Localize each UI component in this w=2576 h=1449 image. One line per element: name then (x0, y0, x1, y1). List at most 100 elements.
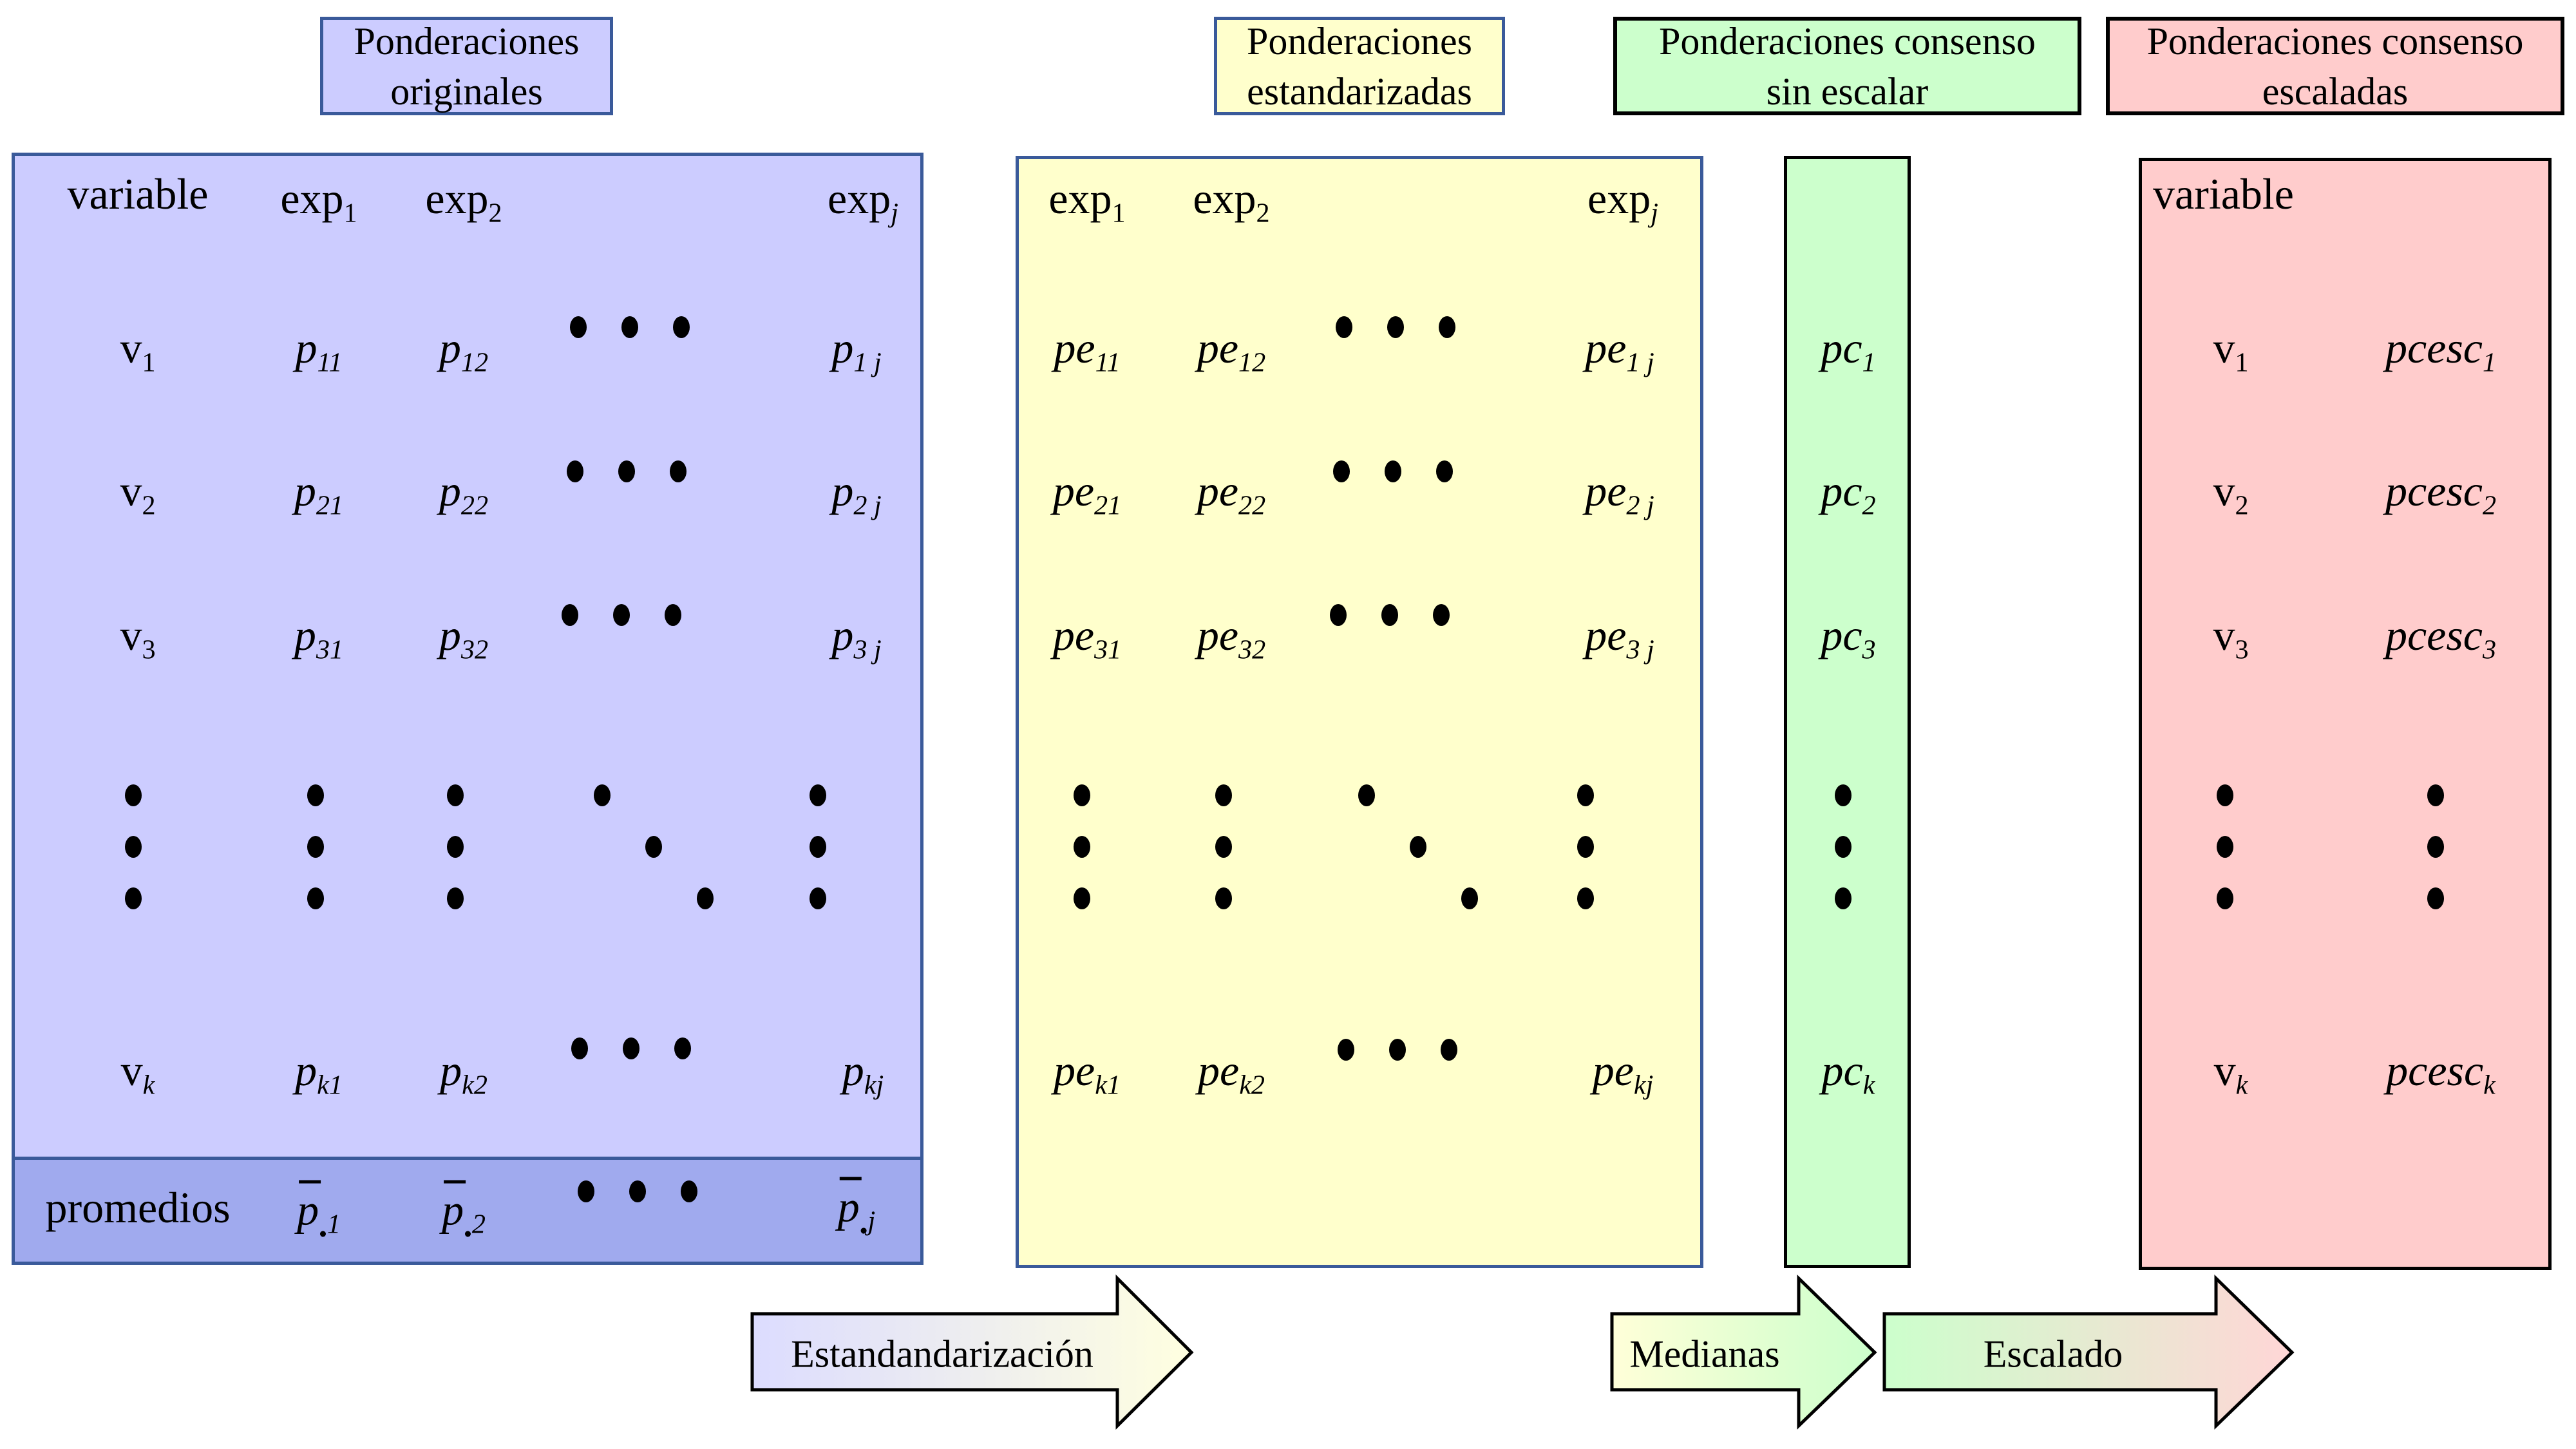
ellipsis-dot (571, 1037, 588, 1059)
std-cell: pe3 j (1585, 611, 1654, 665)
weight-cell: p32 (439, 611, 489, 665)
weight-cell: p3 j (831, 611, 882, 665)
title-consensus-scaled: Ponderaciones consenso escaladas (2106, 17, 2564, 115)
scaled-cell: pcesc1 (2385, 323, 2497, 378)
promedios-label: promedios (45, 1183, 231, 1232)
title-line: Ponderaciones (354, 19, 580, 62)
ellipsis-dot (618, 460, 635, 482)
ellipsis-dot (2217, 887, 2233, 909)
ellipsis-dot (447, 784, 464, 806)
ellipsis-dot (1410, 836, 1426, 858)
ellipsis-dot (681, 1180, 697, 1202)
ellipsis-dot (697, 887, 714, 909)
weight-cell: p1 j (831, 323, 882, 378)
promedios-band (12, 1157, 923, 1265)
var-cell: v1 (2213, 323, 2249, 378)
ellipsis-dot (1461, 887, 1478, 909)
ellipsis-dot (673, 316, 690, 338)
weight-cell: pk2 (440, 1046, 488, 1101)
title-line: Ponderaciones consenso (2146, 19, 2524, 62)
scaled-cell: pcesck (2386, 1046, 2496, 1101)
ellipsis-dot (307, 887, 324, 909)
title-line: originales (390, 70, 543, 113)
consensus-scaled-panel (2139, 158, 2552, 1270)
header-variable: variable (67, 169, 209, 218)
arrow-label-scaling: Escalado (1983, 1332, 2123, 1376)
title-line: estandarizadas (1247, 70, 1472, 113)
ellipsis-dot (645, 836, 662, 858)
ellipsis-dot (665, 604, 681, 626)
ellipsis-dot (1358, 784, 1375, 806)
ellipsis-dot (1215, 887, 1232, 909)
ellipsis-dot (307, 784, 324, 806)
ellipsis-dot (1835, 836, 1852, 858)
std-cell: pe31 (1052, 611, 1122, 665)
ellipsis-dot (613, 604, 630, 626)
title-original: Ponderaciones originales (320, 17, 613, 115)
std-cell: pe1 j (1585, 323, 1654, 378)
header-exp-j: expj (1587, 174, 1658, 229)
ellipsis-dot (125, 887, 142, 909)
ellipsis-dot (578, 1180, 594, 1202)
ellipsis-dot (1074, 887, 1090, 909)
arrow-label-medians: Medianas (1629, 1332, 1780, 1376)
ellipsis-dot (1215, 836, 1232, 858)
std-cell: pe21 (1052, 466, 1122, 521)
var-cell: v3 (120, 611, 156, 665)
ellipsis-dot (810, 887, 826, 909)
header-exp-2: exp2 (1193, 174, 1270, 229)
mean-cell: p●1 (297, 1180, 341, 1242)
std-cell: pe22 (1197, 466, 1266, 521)
weight-cell: p11 (295, 323, 343, 378)
ellipsis-dot (1439, 316, 1455, 338)
title-standardized: Ponderaciones estandarizadas (1214, 17, 1505, 115)
ellipsis-dot (1436, 460, 1453, 482)
consensus-cell: pc3 (1821, 611, 1876, 665)
ellipsis-dot (2217, 784, 2233, 806)
ellipsis-dot (2427, 836, 2444, 858)
weight-cell: p31 (294, 611, 344, 665)
ellipsis-dot (1433, 604, 1450, 626)
ellipsis-dot (810, 784, 826, 806)
arrow-label-standardization: Estandandarización (791, 1332, 1094, 1376)
ellipsis-dot (447, 887, 464, 909)
title-consensus-unscaled: Ponderaciones consenso sin escalar (1613, 17, 2081, 115)
std-cell: pek1 (1054, 1046, 1121, 1101)
ellipsis-dot (623, 1037, 639, 1059)
ellipsis-dot (1215, 784, 1232, 806)
header-exp-2: exp2 (425, 174, 502, 229)
var-cell: v3 (2213, 611, 2249, 665)
ellipsis-dot (1577, 887, 1594, 909)
ellipsis-dot (1338, 1039, 1354, 1061)
ellipsis-dot (1577, 784, 1594, 806)
ellipsis-dot (1577, 836, 1594, 858)
ellipsis-dot (1330, 604, 1347, 626)
arrow-scaling (1882, 1274, 2295, 1430)
ellipsis-dot (810, 836, 826, 858)
title-line: escaladas (2262, 70, 2409, 113)
mean-cell: p●2 (442, 1180, 486, 1242)
consensus-unscaled-panel (1784, 156, 1911, 1268)
ellipsis-dot (567, 460, 583, 482)
std-cell: pe12 (1197, 323, 1266, 378)
std-cell: pe32 (1197, 611, 1266, 665)
original-weights-panel (12, 153, 923, 1157)
ellipsis-dot (125, 836, 142, 858)
ellipsis-dot (1389, 1039, 1406, 1061)
ellipsis-dot (1441, 1039, 1457, 1061)
ellipsis-dot (621, 316, 638, 338)
ellipsis-dot (670, 460, 687, 482)
weight-cell: p12 (439, 323, 489, 378)
weight-cell: pk1 (295, 1046, 343, 1101)
arrow-standardization (750, 1274, 1194, 1430)
ellipsis-dot (307, 836, 324, 858)
ellipsis-dot (1074, 836, 1090, 858)
weight-cell: pkj (842, 1046, 884, 1101)
std-cell: pek2 (1198, 1046, 1265, 1101)
ellipsis-dot (562, 604, 578, 626)
header-variable: variable (2153, 169, 2294, 218)
consensus-cell: pc2 (1821, 466, 1876, 521)
standardized-weights-panel (1016, 156, 1703, 1268)
ellipsis-dot (594, 784, 611, 806)
header-exp-j: expj (828, 174, 898, 229)
